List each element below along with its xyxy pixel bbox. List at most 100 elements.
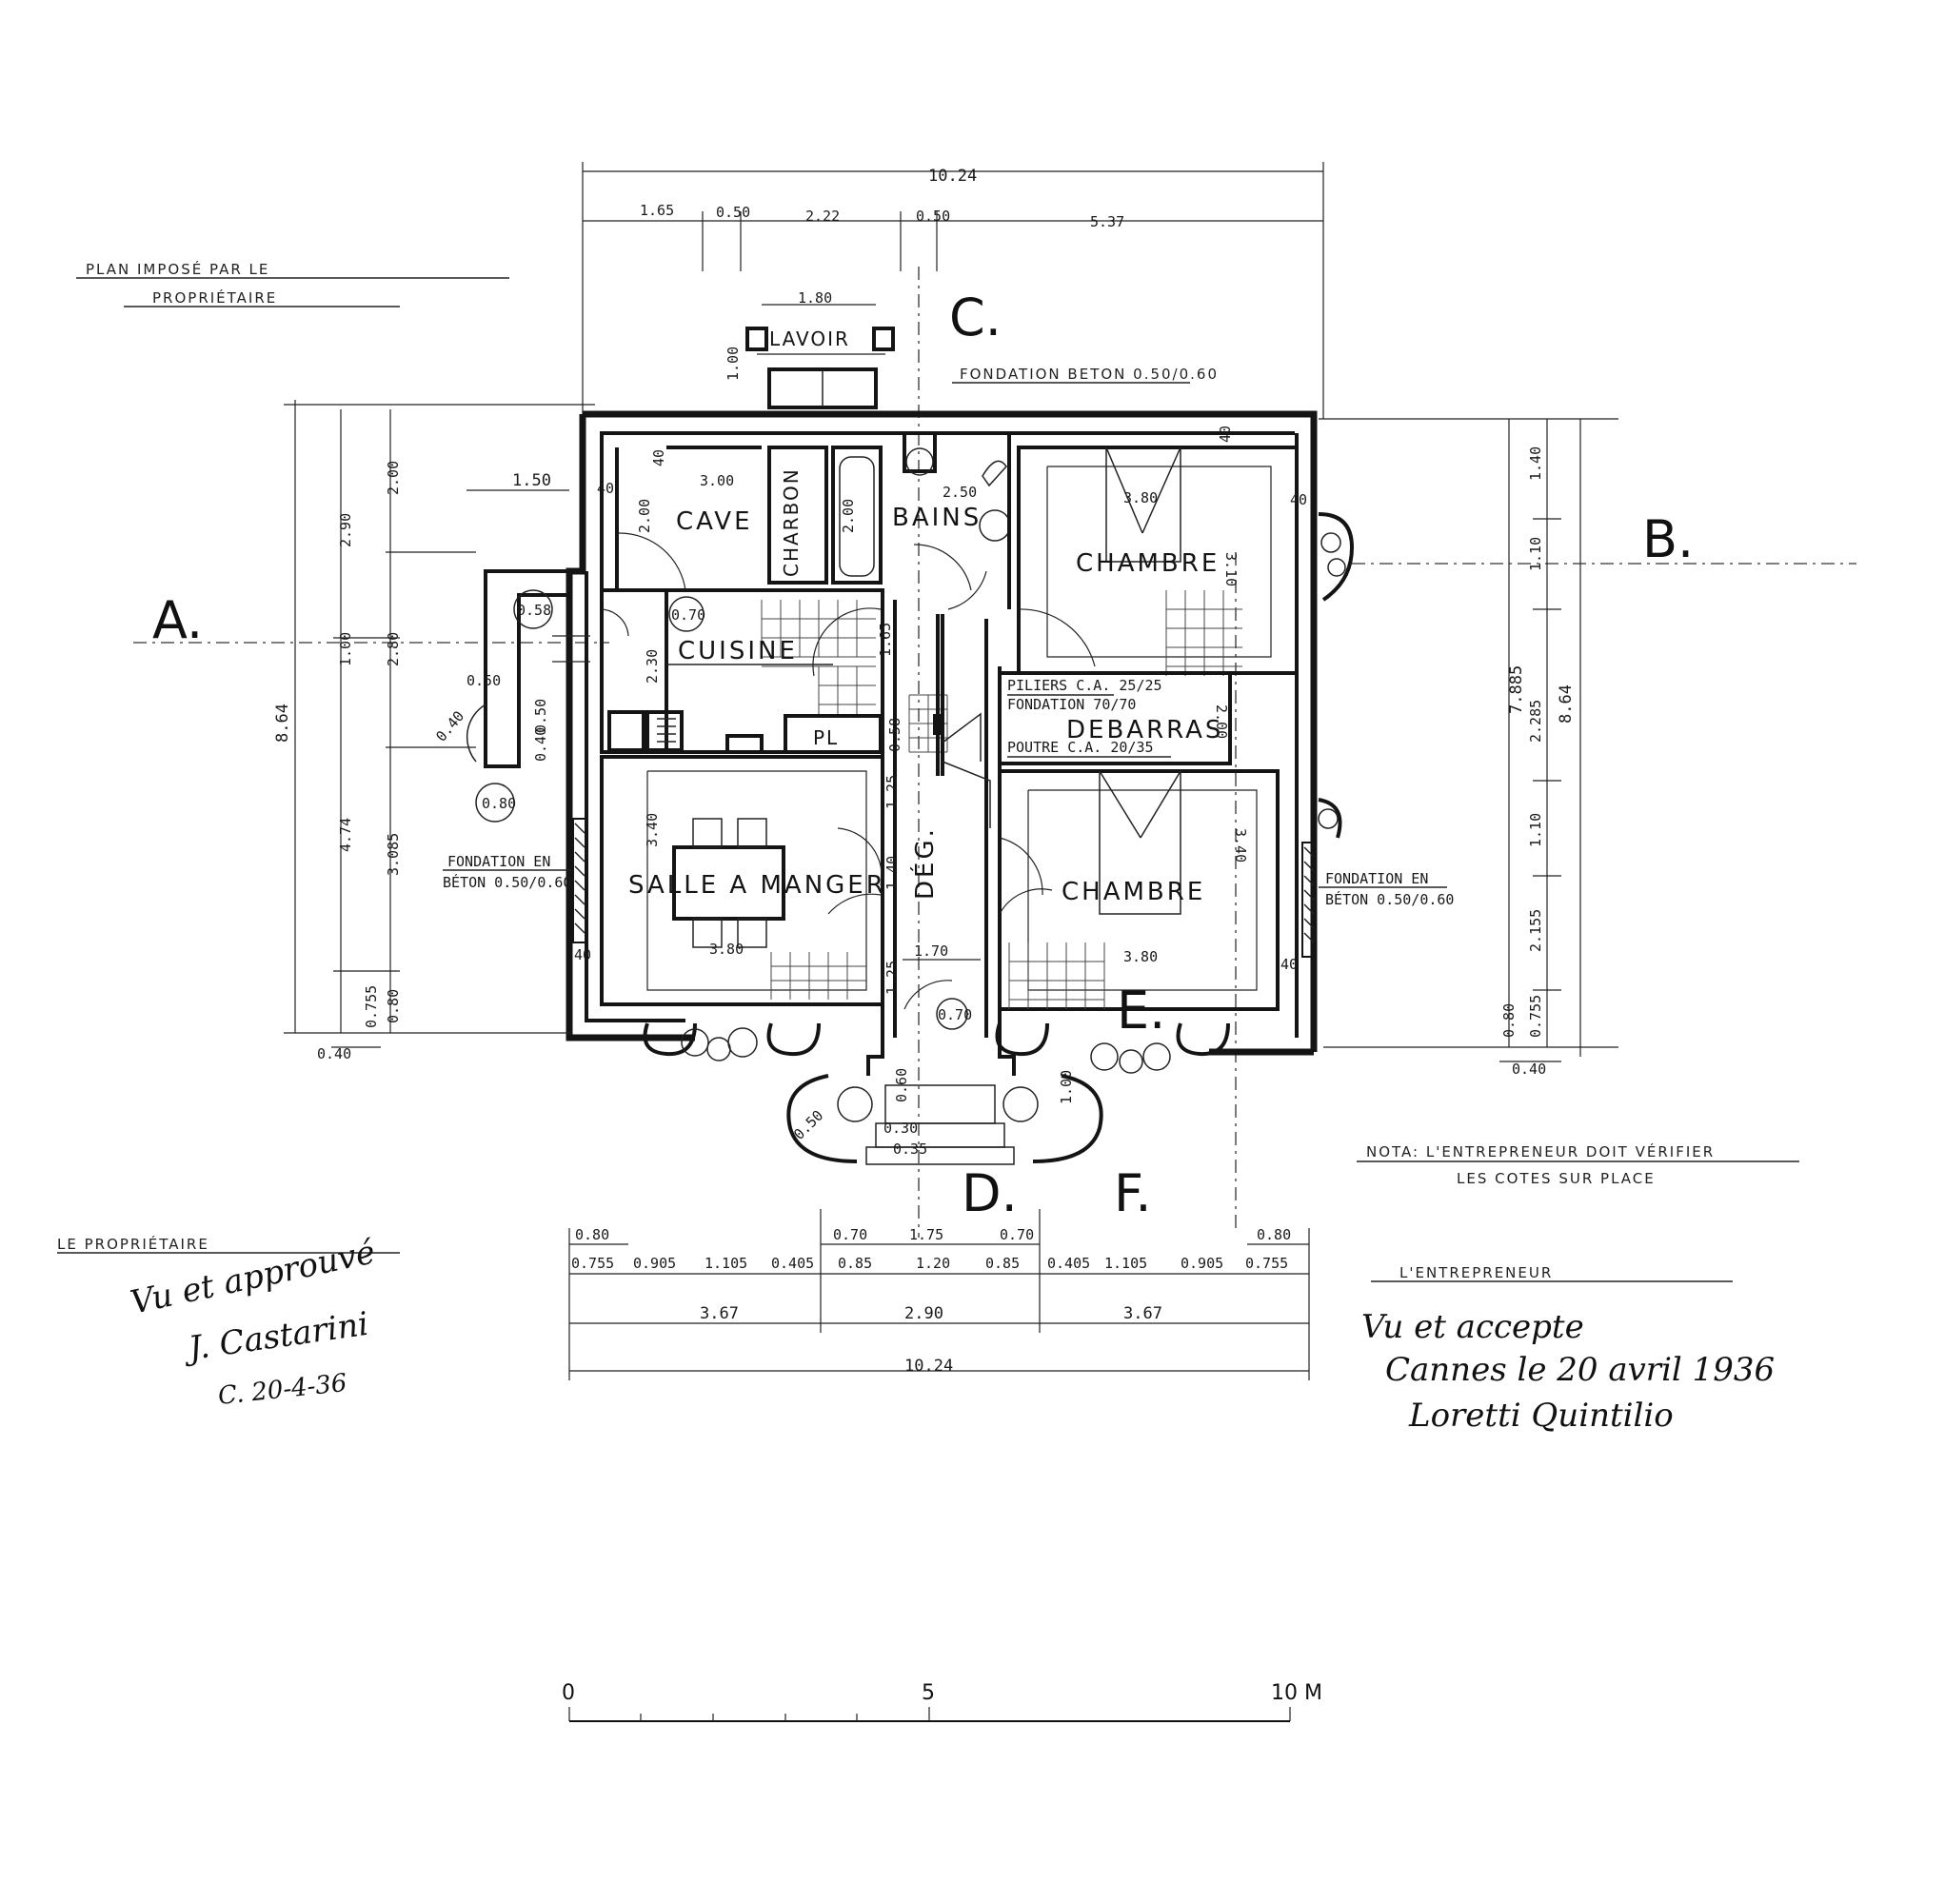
note-fondation-left-2: BÉTON 0.50/0.60	[443, 873, 571, 891]
dim-bot-b-5: 1.20	[916, 1255, 950, 1272]
signature-right-line3: Loretti Quintilio	[1408, 1397, 1674, 1435]
dim-right-3: 2.285	[1527, 700, 1544, 743]
room-cuisine: PL CUISINE 0.70 2.30	[552, 588, 884, 754]
room-debarras: DEBARRAS PILIERS C.A. 25/25 FONDATION 70…	[998, 671, 1232, 765]
left-terrace: 1.50 0.58 0.40 0.80 0.50 0.50 0.40	[432, 471, 569, 823]
dim-left-4: 0.40	[317, 1045, 351, 1062]
dim-top-2: 0.50	[716, 204, 750, 221]
dim-bot-c2: 2.90	[904, 1304, 943, 1323]
room-salle-a-manger: SALLE A MANGER 3.40 3.80 40 FONDATION EN…	[443, 755, 884, 1006]
dim-sam-w: 3.80	[709, 941, 744, 958]
section-label-a: A.	[152, 590, 203, 650]
room-label-chambre-top: CHAMBRE	[1076, 549, 1220, 578]
note-piliers: PILIERS C.A. 25/25	[1007, 677, 1162, 694]
signature-left-line2: J. Castarini	[181, 1305, 371, 1369]
dim-step-3: 0.35	[893, 1140, 927, 1158]
label-entrepreneur: L'ENTREPRENEUR	[1399, 1264, 1553, 1281]
room-label-degagement: DÉG.	[909, 826, 940, 900]
room-label-lavoir: LAVOIR	[769, 327, 850, 350]
dim-step-4: 1.00	[1058, 1070, 1075, 1104]
note-fondation-left-1: FONDATION EN	[447, 853, 550, 870]
dim-deb-h: 2.00	[1213, 704, 1230, 739]
dim-well-1: 0.58	[517, 602, 551, 619]
dim-deg-1: 1.65	[877, 623, 894, 657]
dim-chambre-bot-h: 3.40	[1232, 828, 1249, 863]
dim-left-2: 1.00	[337, 632, 354, 666]
note-poutre: POUTRE C.A. 20/35	[1007, 739, 1154, 756]
dim-terr-1: 0.50	[466, 672, 501, 689]
dim-bot-a5: 0.80	[1257, 1226, 1291, 1243]
dim-right-8: 7.885	[1507, 665, 1526, 714]
signature-right-line1: Vu et accepte	[1361, 1308, 1584, 1346]
dim-bot-a4: 0.70	[1000, 1226, 1034, 1243]
room-chambre-bottom: CHAMBRE 3.40 3.80 40 FONDATION EN BÉTON …	[998, 769, 1454, 1011]
dim-cuisine-h: 2.30	[644, 649, 661, 684]
signature-entrepreneur: L'ENTREPRENEUR Vu et accepte Cannes le 2…	[1361, 1264, 1775, 1435]
dim-deg-4: 1.40	[883, 856, 901, 890]
scale-bar: 0 5 10 M	[562, 1681, 1322, 1722]
dim-bot-b-2: 1.105	[705, 1255, 747, 1272]
note-fondation-top: FONDATION BETON 0.50/0.60	[960, 366, 1219, 383]
signature-proprietaire: LE PROPRIÉTAIRE Vu et approuvé J. Castar…	[57, 1233, 400, 1411]
dim-bot-b-1: 0.905	[633, 1255, 676, 1272]
scale-label-10: 10 M	[1271, 1681, 1322, 1705]
dim-wall-40-top-right: 40	[1217, 426, 1234, 443]
dim-terr-040: 0.40	[532, 727, 549, 762]
nota-line2: LES COTES SUR PLACE	[1457, 1170, 1656, 1187]
scale-label-0: 0	[562, 1681, 575, 1705]
dim-well-3: 0.80	[482, 795, 516, 812]
room-degagement: 1.65 0.58 1.25 1.40 1.25 DÉG.	[877, 570, 1002, 1038]
dim-deg-5: 1.25	[883, 961, 901, 995]
nota-line1: NOTA: L'ENTREPRENEUR DOIT VÉRIFIER	[1366, 1142, 1715, 1160]
dim-cave-w: 3.00	[700, 472, 734, 489]
plan-title: PLAN IMPOSÉ PAR LE PROPRIÉTAIRE	[76, 260, 509, 307]
dim-left-b5: 0.755	[363, 985, 380, 1028]
dim-bot-a3: 1.75	[909, 1226, 943, 1243]
dim-cave-h: 2.00	[636, 499, 653, 533]
dim-top-total: 10.24	[928, 167, 977, 186]
dim-bot-b-10: 0.755	[1245, 1255, 1288, 1272]
dim-left-1: 2.90	[337, 513, 354, 547]
dim-right-6: 0.80	[1500, 1003, 1518, 1038]
dim-lavoir-w: 1.80	[798, 289, 832, 307]
dim-bot-b-7: 0.405	[1047, 1255, 1090, 1272]
dim-wall-40-top: 40	[650, 449, 667, 466]
dim-right-total: 8.64	[1557, 684, 1576, 724]
dim-right-7: 0.755	[1527, 995, 1544, 1038]
dim-bot-b-9: 0.905	[1181, 1255, 1223, 1272]
section-axes	[133, 267, 1856, 1238]
rooms-top-row: 3.00 2.00 CAVE CHARBON 2.00 2.50 BAINS 4…	[597, 431, 1021, 609]
top-dimensions: 10.24 1.65 0.50 2.22 0.50 5.37	[582, 162, 1324, 419]
right-dimensions: 8.64 1.40 1.10 2.285 1.10 2.155 0.80 0.7…	[1319, 418, 1618, 1078]
dim-bot-a2: 0.70	[833, 1226, 867, 1243]
nota: NOTA: L'ENTREPRENEUR DOIT VÉRIFIER LES C…	[1357, 1142, 1799, 1187]
room-label-chambre-bottom: CHAMBRE	[1062, 878, 1205, 906]
note-fondation-right-1: FONDATION EN	[1325, 870, 1428, 887]
dim-right-4: 1.10	[1527, 813, 1544, 847]
dim-top-5: 5.37	[1090, 213, 1124, 230]
room-label-charbon: CHARBON	[780, 467, 803, 577]
note-fondation-piliers: FONDATION 70/70	[1007, 696, 1136, 713]
dim-well-2: 0.40	[432, 707, 467, 744]
dim-wall-40-chambre: 40	[1280, 956, 1298, 973]
dim-bot-a1: 0.80	[575, 1226, 609, 1243]
dim-chambre-bot-w: 3.80	[1123, 948, 1158, 965]
entrance-and-planters: 0.60 0.30 0.35 1.00 0.50	[643, 1022, 1230, 1165]
dim-bot-b-6: 0.85	[985, 1255, 1020, 1272]
dim-right-1: 1.40	[1527, 446, 1544, 481]
dim-deg-3: 1.25	[883, 775, 901, 809]
note-fondation-right-2: BÉTON 0.50/0.60	[1325, 890, 1454, 908]
dim-cuisine-well: 0.70	[671, 606, 705, 624]
room-label-bains: BAINS	[892, 504, 982, 532]
dim-top-3: 2.22	[805, 208, 840, 225]
dim-left-b1: 2.00	[385, 461, 402, 495]
dim-bains-w: 2.50	[943, 484, 977, 501]
room-chambre-top: 3.80 3.10 CHAMBRE 40 40	[1017, 426, 1307, 676]
section-label-c: C.	[949, 288, 1002, 347]
signature-left-date: C. 20-4-36	[217, 1369, 348, 1411]
dim-bot-b-4: 0.85	[838, 1255, 872, 1272]
dim-terrace-w: 1.50	[512, 471, 551, 490]
signature-right-line2: Cannes le 20 avril 1936	[1385, 1351, 1775, 1389]
dim-top-4: 0.50	[916, 208, 950, 225]
